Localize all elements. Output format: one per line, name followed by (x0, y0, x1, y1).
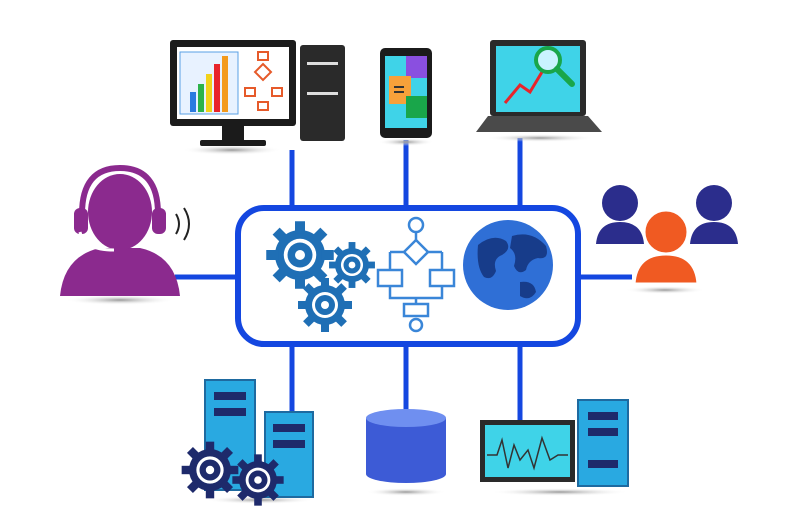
connector-lines (175, 138, 632, 420)
support-agent-icon (60, 164, 190, 305)
globe-icon (463, 220, 553, 310)
monitoring-server-icon (480, 399, 630, 496)
user-group-icon (596, 185, 738, 294)
smartphone-icon (378, 48, 434, 146)
server-gears-icon (181, 379, 315, 506)
flowchart-icon (376, 216, 456, 333)
database-icon (366, 409, 446, 496)
central-hub (235, 205, 581, 347)
laptop-analytics-icon (476, 40, 602, 142)
desktop-computer-icon (170, 40, 345, 155)
